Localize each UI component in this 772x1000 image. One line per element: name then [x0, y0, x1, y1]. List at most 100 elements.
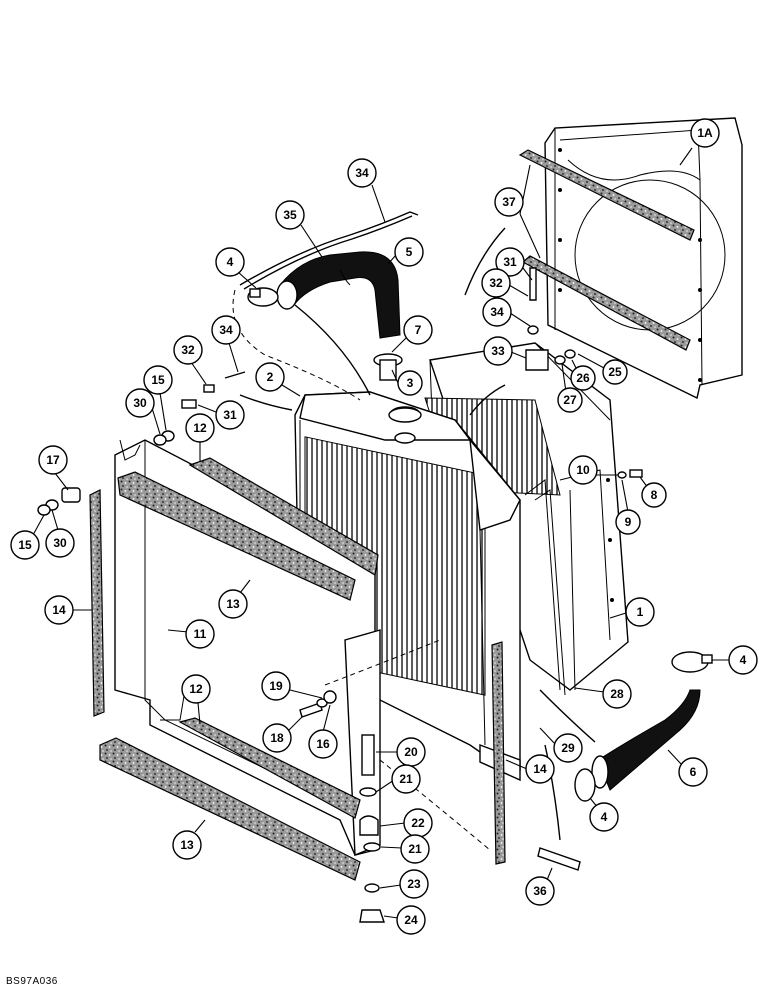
callout-6: 6 — [667, 749, 708, 787]
svg-text:28: 28 — [610, 687, 624, 701]
callout-15-lower: 15 — [10, 514, 45, 560]
svg-text:4: 4 — [601, 810, 608, 824]
svg-text:9: 9 — [625, 515, 632, 529]
callout-30-lower: 30 — [45, 509, 75, 558]
svg-text:33: 33 — [491, 344, 505, 358]
svg-text:15: 15 — [151, 373, 165, 387]
hose-clamp-4-lower — [574, 768, 596, 802]
callout-20: 20 — [376, 737, 426, 767]
callout-14-left: 14 — [44, 595, 92, 625]
svg-text:32: 32 — [489, 276, 503, 290]
svg-text:26: 26 — [576, 371, 590, 385]
callout-36: 36 — [525, 867, 555, 906]
callout-19: 19 — [261, 671, 323, 701]
overflow-tube-34 — [239, 211, 419, 290]
foam-seal-13-lower — [99, 737, 361, 881]
svg-text:4: 4 — [227, 255, 234, 269]
foam-seal-12-upper — [188, 457, 379, 576]
svg-text:10: 10 — [576, 463, 590, 477]
callout-3: 3 — [391, 369, 423, 396]
svg-text:16: 16 — [316, 737, 330, 751]
foam-seal-13-upper — [117, 471, 356, 601]
figure-code: BS97A036 — [6, 976, 58, 987]
callout-2: 2 — [255, 362, 301, 397]
callout-26: 26 — [570, 359, 596, 391]
callout-4-upper: 4 — [215, 247, 257, 289]
svg-text:4: 4 — [740, 653, 747, 667]
assembly-arrows — [232, 227, 596, 851]
callout-13-upper: 13 — [218, 579, 251, 619]
callout-28: 28 — [574, 679, 632, 709]
svg-text:37: 37 — [502, 195, 516, 209]
svg-text:8: 8 — [651, 488, 658, 502]
callout-18: 18 — [262, 715, 304, 753]
svg-text:22: 22 — [411, 816, 425, 830]
callout-33: 33 — [483, 336, 527, 366]
svg-text:34: 34 — [219, 323, 233, 337]
svg-text:31: 31 — [223, 408, 237, 422]
callout-8: 8 — [639, 476, 667, 508]
callout-37: 37 — [494, 164, 541, 259]
hose-clamp-4-right — [671, 651, 713, 673]
svg-text:35: 35 — [283, 208, 297, 222]
svg-text:29: 29 — [561, 741, 575, 755]
svg-text:32: 32 — [181, 343, 195, 357]
filler-neck-7 — [388, 407, 422, 423]
callout-9: 9 — [615, 479, 641, 535]
svg-text:21: 21 — [408, 842, 422, 856]
svg-text:17: 17 — [46, 453, 60, 467]
svg-text:27: 27 — [563, 393, 577, 407]
callout-35: 35 — [275, 200, 323, 258]
svg-text:6: 6 — [690, 765, 697, 779]
svg-text:2: 2 — [267, 370, 274, 384]
callout-12-upper: 12 — [185, 413, 215, 462]
callout-34-top: 34 — [347, 158, 386, 223]
svg-text:24: 24 — [404, 913, 418, 927]
callout-11: 11 — [167, 619, 215, 649]
callout-7: 7 — [391, 315, 433, 353]
callout-27: 27 — [557, 363, 583, 413]
svg-text:25: 25 — [608, 365, 622, 379]
upper-hose-5 — [276, 251, 401, 339]
svg-text:3: 3 — [407, 376, 414, 390]
svg-text:31: 31 — [503, 255, 517, 269]
cooler-assembly-1 — [424, 342, 629, 691]
callout-1a: 1A — [679, 118, 720, 166]
foam-seal-12-lower — [178, 717, 361, 819]
callout-21-lower: 21 — [380, 834, 430, 864]
callout-30-upper: 30 — [125, 388, 161, 435]
svg-text:18: 18 — [270, 731, 284, 745]
svg-text:19: 19 — [269, 679, 283, 693]
callout-4-lower: 4 — [589, 797, 619, 832]
svg-text:1: 1 — [637, 605, 644, 619]
callout-24: 24 — [383, 905, 426, 935]
svg-text:34: 34 — [490, 305, 504, 319]
callout-14-right: 14 — [505, 754, 555, 784]
lower-hose-6 — [591, 689, 701, 791]
svg-text:30: 30 — [53, 536, 67, 550]
callout-17: 17 — [38, 445, 69, 491]
svg-text:13: 13 — [180, 838, 194, 852]
callout-16: 16 — [308, 704, 338, 759]
callout-13-lower: 13 — [172, 819, 206, 860]
svg-text:34: 34 — [355, 166, 369, 180]
callout-4-right: 4 — [712, 645, 758, 675]
callout-22: 22 — [379, 808, 433, 838]
svg-text:14: 14 — [533, 762, 547, 776]
foam-seal-14-left — [89, 489, 105, 717]
svg-text:36: 36 — [533, 884, 547, 898]
callout-12-lower: 12 — [181, 674, 211, 725]
callout-31-right: 31 — [495, 247, 533, 281]
hose-clamp-4-upper — [247, 287, 279, 307]
svg-text:5: 5 — [406, 245, 413, 259]
radiator-cap-3 — [373, 353, 403, 381]
svg-text:7: 7 — [415, 323, 422, 337]
callout-34-left: 34 — [211, 315, 241, 373]
foam-seal-14-right — [491, 641, 506, 865]
svg-text:11: 11 — [194, 627, 207, 641]
callout-32-left: 32 — [173, 335, 207, 385]
callout-29: 29 — [539, 727, 583, 763]
callout-34-right: 34 — [482, 297, 531, 327]
callout-31-left: 31 — [197, 400, 245, 430]
